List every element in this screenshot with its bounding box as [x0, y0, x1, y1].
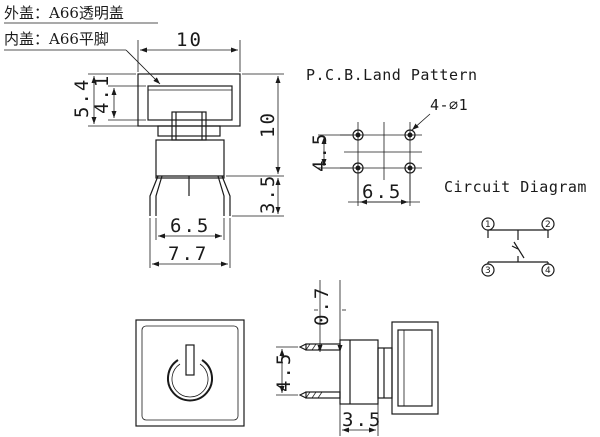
dim-side-depth: 3.5	[342, 409, 382, 431]
outer-cap-note: 外盖：A66透明盖	[4, 4, 124, 22]
circuit-pin-2	[541, 217, 555, 231]
inner-cap-note: 内盖：A66平脚	[4, 30, 109, 48]
power-icon	[167, 344, 213, 402]
dim-pcb-horizontal: 6.5	[362, 181, 402, 203]
pcb-land-pattern: P.C.B.Land Pattern 4-⌀1 4.5 6.5	[306, 66, 478, 206]
circuit-pin-label: 1	[485, 220, 491, 230]
circuit-pin-label: 4	[545, 266, 551, 276]
dim-leg-height: 3.5	[257, 174, 279, 214]
switch-body	[155, 139, 225, 179]
front-view: 10 5.4 4.1 10 3.5	[71, 29, 284, 268]
dim-side-gap: 0.7	[311, 286, 333, 326]
dim-total-height: 10	[257, 111, 279, 138]
pcb-title: P.C.B.Land Pattern	[306, 66, 478, 84]
inner-cap	[147, 85, 233, 121]
circuit-pin-label: 3	[485, 266, 491, 276]
pcb-hole	[404, 129, 416, 141]
outer-cap	[137, 73, 241, 127]
dim-cap-width: 10	[176, 29, 203, 51]
pcb-hole	[352, 162, 364, 174]
pcb-hole	[352, 129, 364, 141]
circuit-pin-label: 2	[545, 220, 551, 230]
pcb-hole	[404, 162, 416, 174]
hole-spec: 4-⌀1	[430, 96, 468, 114]
circuit-pin-4	[541, 263, 555, 277]
dim-leg-span-inner: 6.5	[170, 215, 210, 237]
dim-side-pin-pitch: 4.5	[273, 352, 295, 392]
cap-notes: 外盖：A66透明盖 内盖：A66平脚	[4, 4, 161, 85]
dim-pcb-vertical: 4.5	[309, 132, 331, 172]
circuit-title: Circuit Diagram	[444, 178, 587, 196]
side-view: 0.7 4.5 3.5	[273, 280, 439, 436]
dim-leg-span-outer: 7.7	[168, 243, 208, 265]
circuit-diagram: Circuit Diagram 1 2 3 4	[444, 178, 587, 277]
dim-cap-height-outer: 5.4	[71, 78, 93, 118]
circuit-pin-1	[481, 217, 495, 231]
top-view	[135, 319, 245, 427]
dim-cap-height-inner: 4.1	[91, 74, 113, 114]
circuit-pin-3	[481, 263, 495, 277]
